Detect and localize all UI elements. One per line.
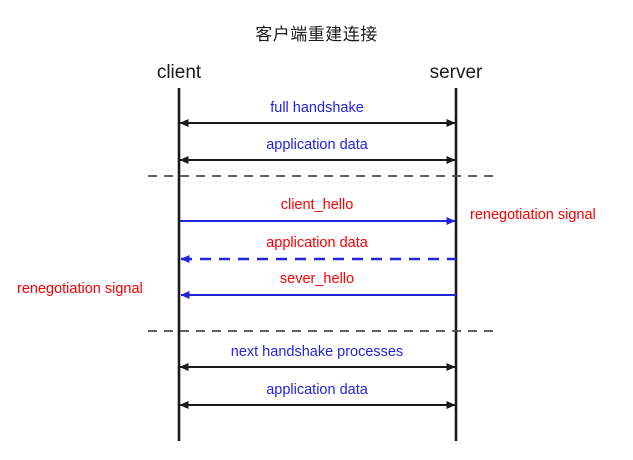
lifeline-label-server: server [429,62,483,83]
message-label-client-hello: client_hello [280,197,354,213]
message-label-next-handshake-processes: next handshake processes [230,344,404,360]
lifeline-label-client: client [156,62,202,83]
message-label-sever-hello: sever_hello [279,271,355,287]
message-label-application-data-renegotiation: application data [266,235,368,251]
message-label-application-data-bottom: application data [266,382,368,398]
note-renegotiation-signal-server: renegotiation signal [470,207,596,223]
message-label-application-data-top: application data [266,137,368,153]
message-label-full-handshake: full handshake [270,100,364,116]
note-renegotiation-signal-client: renegotiation signal [17,281,143,297]
diagram-title: 客户端重建连接 [255,25,378,44]
